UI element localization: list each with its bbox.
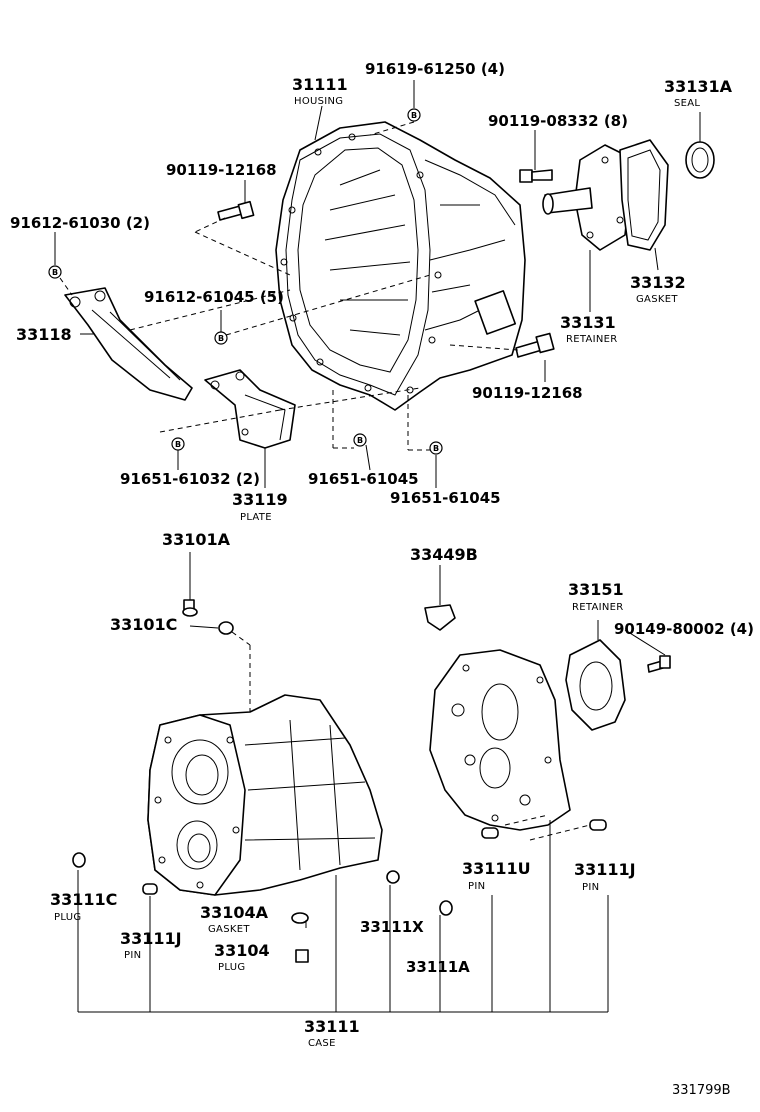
svg-text:33118: 33118 [16,325,72,344]
svg-text:91612-61030 (2): 91612-61030 (2) [10,214,150,232]
oil-seal-33131A[interactable] [685,141,715,179]
b-mark-91651-61032: B [171,437,185,451]
pin-33111J-left[interactable] [142,883,158,895]
svg-text:33111J: 33111J [120,929,182,948]
figure-id: 331799B [672,1083,731,1098]
svg-text:91651-61045: 91651-61045 [308,470,419,488]
svg-text:PLUG: PLUG [218,962,245,973]
svg-text:B: B [52,268,58,277]
svg-text:GASKET: GASKET [208,924,250,935]
bearing-retainer-33131[interactable] [542,144,631,251]
b-mark-91612-61030: B [48,265,62,279]
stiffener-33118[interactable] [64,287,193,401]
svg-text:33151: 33151 [568,580,624,599]
svg-text:33111: 33111 [304,1017,360,1036]
intermediate-plate[interactable] [429,649,571,831]
label-31111-housing: 31111 [292,75,348,94]
pin-33111J-right[interactable] [589,819,607,831]
svg-text:PIN: PIN [468,881,485,892]
labels: 31111 HOUSING 91619-61250 (4) 33131A SEA… [10,60,754,1098]
svg-text:PLUG: PLUG [54,912,81,923]
svg-text:33132: 33132 [630,273,686,292]
svg-text:90119-08332 (8): 90119-08332 (8) [488,112,628,130]
svg-text:PIN: PIN [582,882,599,893]
svg-text:91651-61032 (2): 91651-61032 (2) [120,470,260,488]
svg-text:91651-61045: 91651-61045 [390,489,501,507]
svg-text:B: B [411,111,417,120]
svg-text:B: B [357,436,363,445]
transmission-case[interactable] [147,694,383,896]
gasket-33104A[interactable] [291,912,309,924]
svg-text:90119-12168: 90119-12168 [472,384,583,402]
bolt-90119-12168-right[interactable] [515,332,555,358]
svg-text:33104: 33104 [214,941,270,960]
bolt-90149-80002[interactable] [647,655,671,673]
svg-text:33111U: 33111U [462,859,531,878]
svg-text:33131A: 33131A [664,77,733,96]
plug-33111X-small[interactable] [386,870,400,884]
svg-text:SEAL: SEAL [674,98,700,109]
svg-text:PLATE: PLATE [240,512,272,523]
b-mark-91651-61045-a: B [353,433,367,447]
plug-33111C[interactable] [72,852,86,868]
svg-text:33101A: 33101A [162,530,231,549]
pin-33111U[interactable] [481,827,499,839]
svg-text:33111J: 33111J [574,860,636,879]
svg-text:GASKET: GASKET [636,294,678,305]
svg-text:33119: 33119 [232,490,288,509]
svg-text:B: B [218,334,224,343]
plug-33101C[interactable] [218,621,234,635]
svg-text:33131: 33131 [560,313,616,332]
svg-text:RETAINER: RETAINER [566,334,618,345]
svg-text:90119-12168: 90119-12168 [166,161,277,179]
svg-text:33101C: 33101C [110,615,177,634]
top-leader-lines [54,80,701,488]
plug-33104[interactable] [295,949,309,963]
bolt-90119-08332[interactable] [519,169,553,183]
plate-33119[interactable] [204,369,296,449]
bolt-90119-12168-upper[interactable] [217,200,255,221]
clutch-housing[interactable] [275,121,526,411]
clip-33449B[interactable] [424,604,456,631]
svg-text:RETAINER: RETAINER [572,602,624,613]
svg-text:PIN: PIN [124,950,141,961]
bottom-leader-lines [77,552,666,1013]
plug-33111A[interactable] [439,900,453,916]
svg-text:B: B [175,440,181,449]
svg-text:CASE: CASE [308,1038,336,1049]
svg-text:B: B [433,444,439,453]
svg-text:33111A: 33111A [406,958,470,976]
breather-33101A[interactable] [182,599,198,617]
svg-text:90149-80002 (4): 90149-80002 (4) [614,620,754,638]
svg-text:91612-61045 (5): 91612-61045 (5) [144,288,284,306]
b-mark-top: B [407,108,421,122]
svg-text:33111C: 33111C [50,890,117,909]
svg-text:33104A: 33104A [200,903,269,922]
b-mark-91612-61045: B [214,331,228,345]
svg-text:HOUSING: HOUSING [294,96,343,107]
svg-text:91619-61250 (4): 91619-61250 (4) [365,60,505,78]
svg-text:33449B: 33449B [410,545,478,564]
svg-text:33111X: 33111X [360,918,424,936]
retainer-33151[interactable] [565,639,626,731]
gasket-33132[interactable] [619,139,669,251]
b-mark-91651-61045-b: B [429,441,443,455]
